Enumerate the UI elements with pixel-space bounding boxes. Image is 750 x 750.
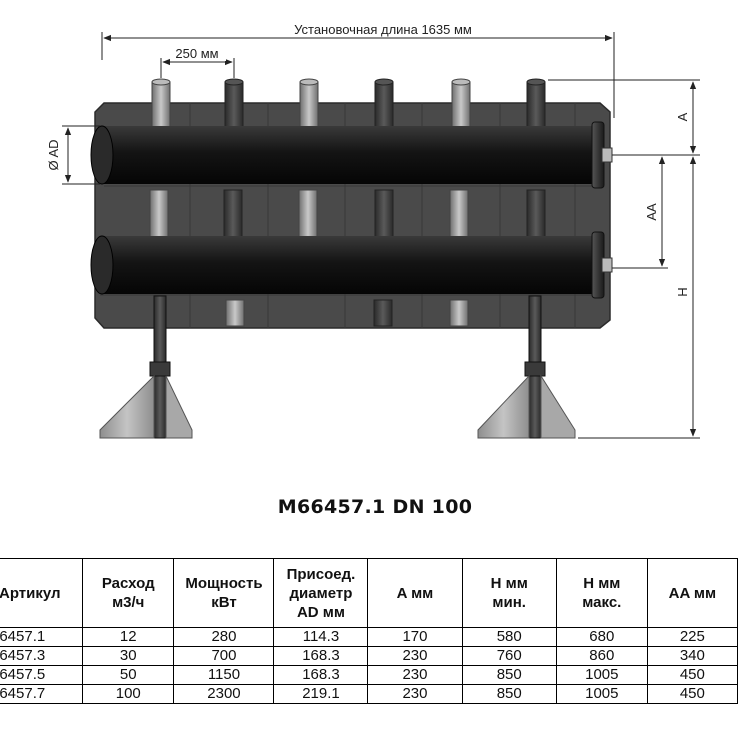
cell-a: 230 <box>367 646 463 666</box>
cell-article: 66457.7 <box>0 684 84 704</box>
cell-h-min: 580 <box>461 627 557 647</box>
col-header-article: Артикул <box>0 558 84 628</box>
dim-h-label: H <box>675 287 690 296</box>
cell-aa: 450 <box>646 684 739 704</box>
cell-article: 66457.1 <box>0 627 84 647</box>
cell-h-min: 850 <box>461 665 557 685</box>
upper-collector <box>90 121 613 189</box>
cell-aa: 225 <box>646 627 739 647</box>
table-row: 66457.5 50 1150 168.3 230 850 1005 450 <box>0 665 739 685</box>
cell-h-min: 760 <box>461 646 557 666</box>
cell-h-max: 860 <box>555 646 648 666</box>
spacing-label: 250 мм <box>175 46 218 61</box>
lower-connection-pipes <box>225 299 469 327</box>
cell-a: 170 <box>367 627 463 647</box>
upper-connection-pipes <box>151 78 546 131</box>
cell-a: 230 <box>367 684 463 704</box>
cell-flow: 30 <box>82 646 175 666</box>
diameter-label: Ø AD <box>46 139 61 170</box>
cell-h-max: 1005 <box>555 665 648 685</box>
table-row: 66457.3 30 700 168.3 230 760 860 340 <box>0 646 739 666</box>
cell-flow: 12 <box>82 627 175 647</box>
cell-power: 1150 <box>173 665 275 685</box>
cell-h-max: 680 <box>555 627 648 647</box>
cell-power: 280 <box>173 627 275 647</box>
cell-h-max: 1005 <box>555 684 648 704</box>
overall-length-label: Установочная длина 1635 мм <box>294 22 472 37</box>
cell-diameter: 114.3 <box>273 627 369 647</box>
table-row: 66457.1 12 280 114.3 170 580 680 225 <box>0 627 739 647</box>
model-title: M66457.1 DN 100 <box>277 496 473 518</box>
cell-h-min: 850 <box>461 684 557 704</box>
cell-diameter: 168.3 <box>273 646 369 666</box>
cell-article: 66457.3 <box>0 646 84 666</box>
cell-power: 2300 <box>173 684 275 704</box>
cell-flow: 50 <box>82 665 175 685</box>
cell-article: 66457.5 <box>0 665 84 685</box>
cell-aa: 450 <box>646 665 739 685</box>
inter-collector-pipes <box>149 189 546 239</box>
col-header-a: A мм <box>367 558 463 628</box>
cell-aa: 340 <box>646 646 739 666</box>
table-row: 66457.7 100 2300 219.1 230 850 1005 450 <box>0 684 739 704</box>
manifold-drawing: Установочная длина 1635 мм 250 мм Ø AD A… <box>46 22 700 439</box>
cell-flow: 100 <box>82 684 175 704</box>
col-header-aa: AA мм <box>646 558 739 628</box>
stand-legs <box>149 295 546 439</box>
cell-a: 230 <box>367 665 463 685</box>
dim-aa-label: AA <box>644 203 659 221</box>
cell-diameter: 168.3 <box>273 665 369 685</box>
dim-a-label: A <box>675 112 690 121</box>
cell-power: 700 <box>173 646 275 666</box>
lower-collector <box>90 231 613 299</box>
cell-diameter: 219.1 <box>273 684 369 704</box>
dimension-lines <box>62 32 700 439</box>
stand-feet <box>99 374 576 439</box>
